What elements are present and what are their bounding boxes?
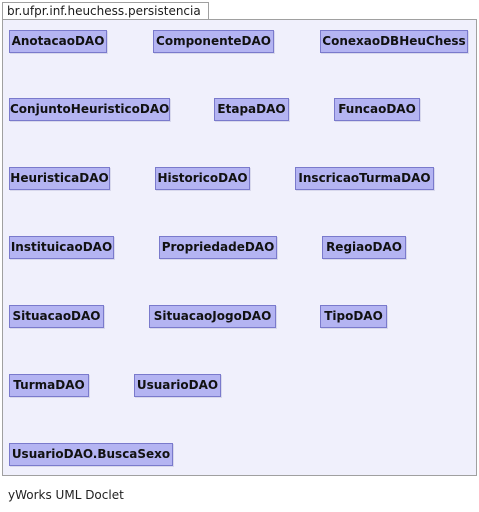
class-inscricao-turma-dao[interactable]: InscricaoTurmaDAO (295, 167, 434, 190)
class-propriedade-dao[interactable]: PropriedadeDAO (159, 236, 277, 259)
class-instituicao-dao[interactable]: InstituicaoDAO (9, 236, 114, 259)
class-etapa-dao[interactable]: EtapaDAO (214, 98, 289, 121)
class-conexao-db-heuchess[interactable]: ConexaoDBHeuChess (320, 30, 468, 53)
class-usuario-dao[interactable]: UsuarioDAO (134, 374, 221, 397)
class-heuristica-dao[interactable]: HeuristicaDAO (9, 167, 110, 190)
class-regiao-dao[interactable]: RegiaoDAO (322, 236, 406, 259)
class-usuario-dao-busca-sexo[interactable]: UsuarioDAO.BuscaSexo (9, 443, 173, 466)
package-name-tab: br.ufpr.inf.heuchess.persistencia (2, 2, 209, 19)
class-funcao-dao[interactable]: FuncaoDAO (334, 98, 420, 121)
class-turma-dao[interactable]: TurmaDAO (9, 374, 89, 397)
class-situacao-jogo-dao[interactable]: SituacaoJogoDAO (149, 305, 276, 328)
class-historico-dao[interactable]: HistoricoDAO (155, 167, 250, 190)
class-componente-dao[interactable]: ComponenteDAO (153, 30, 274, 53)
class-anotacao-dao[interactable]: AnotacaoDAO (9, 30, 107, 53)
class-conjunto-heuristico-dao[interactable]: ConjuntoHeuristicoDAO (9, 98, 170, 121)
generator-credit: yWorks UML Doclet (8, 488, 124, 502)
class-tipo-dao[interactable]: TipoDAO (320, 305, 387, 328)
class-situacao-dao[interactable]: SituacaoDAO (9, 305, 104, 328)
